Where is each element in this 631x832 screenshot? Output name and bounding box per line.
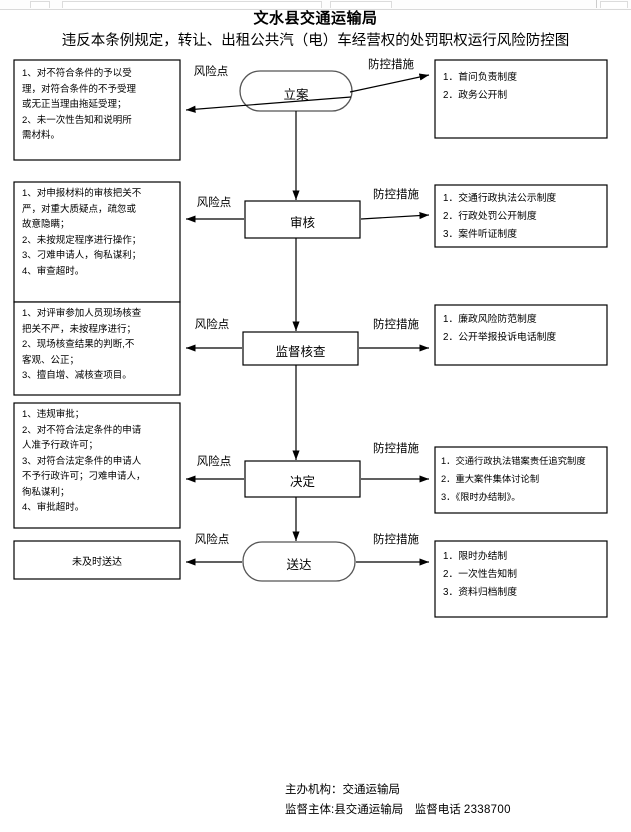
edge-label-risk-5: 风险点 xyxy=(194,534,230,546)
risk-text-4: 1、违规审批； 2、对不符合法定条件的申请 人准予行政许可； 3、对符合法定条件… xyxy=(22,409,146,513)
page-title-main: 违反本条例规定，转让、出租公共汽（电）车经营权的处罚职权运行风险防控图 xyxy=(61,33,570,49)
edge-label-measure-1: 防控措施 xyxy=(368,59,414,71)
edge-label-measure-5: 防控措施 xyxy=(373,534,419,546)
footer: 主办机构：交通运输局 监督主体:县交通运输局 监督电话 2338700 xyxy=(0,780,631,820)
node-3-shape xyxy=(242,331,359,366)
edge-1-risk xyxy=(185,96,352,113)
risk-box-5 xyxy=(13,540,181,580)
risk-text-2: 1、对申报材料的审核把关不 严，对重大质疑点，疏忽或 故意隐瞒； 2、未按规定程… xyxy=(22,188,142,277)
edge-label-risk-1: 风险点 xyxy=(193,66,229,78)
measure-box-4 xyxy=(434,446,608,514)
risk-box-3 xyxy=(13,301,181,396)
node-label-3: 监督核查 xyxy=(275,345,326,359)
footer-phone-number: 2338700 xyxy=(463,804,511,816)
footer-supervisor-text: 监督主体:县交通运输局 监督电话 xyxy=(285,804,464,816)
measure-text-5: 1．限时办结制 2．一次性告知制 3．资料归档制度 xyxy=(443,551,518,598)
edge-label-risk-2: 风险点 xyxy=(196,197,232,209)
edge-1-measure xyxy=(349,73,430,93)
risk-text-3: 1、对评审参加人员现场核查 把关不严，未按程序进行； 2、现场核查结果的判断,不… xyxy=(22,308,142,381)
page-title-org: 文水县交通运输局 xyxy=(253,10,378,27)
node-4-shape xyxy=(244,460,361,498)
measure-text-4: 1．交通行政执法错案责任追究制度 2．重大案件集体讨论制 3．《限时办结制》。 xyxy=(441,456,586,502)
node-label-1: 立案 xyxy=(283,88,309,102)
node-label-2: 审核 xyxy=(289,216,315,230)
measure-box-5 xyxy=(434,540,608,618)
measure-text-3: 1．廉政风险防范制度 2．公开举报投诉电话制度 xyxy=(443,314,557,343)
footer-line-supervisor: 监督主体:县交通运输局 监督电话 2338700 xyxy=(0,800,631,820)
node-label-5: 送达 xyxy=(286,558,312,572)
footer-line-organizer: 主办机构：交通运输局 xyxy=(285,784,400,796)
edge-label-measure-4: 防控措施 xyxy=(373,443,419,455)
risk-text-5: 未及时送达 xyxy=(72,557,122,568)
risk-box-4 xyxy=(13,402,181,529)
measure-text-2: 1．交通行政执法公示制度 2．行政处罚公开制度 3．案件听证制度 xyxy=(443,193,557,240)
measure-box-2 xyxy=(434,184,608,248)
edge-2-measure xyxy=(360,211,430,220)
measure-box-3 xyxy=(434,304,608,366)
edge-label-measure-2: 防控措施 xyxy=(373,189,419,201)
node-2-shape xyxy=(244,200,361,239)
window-toolbar-strip xyxy=(0,0,631,10)
measure-text-1: 1．首问负责制度 2．政务公开制 xyxy=(443,72,518,101)
measure-box-1 xyxy=(434,59,608,139)
node-5-shape xyxy=(242,541,356,582)
edge-label-measure-3: 防控措施 xyxy=(373,319,419,331)
edge-label-risk-4: 风险点 xyxy=(196,456,232,468)
node-label-4: 决定 xyxy=(289,475,315,489)
risk-text-1: 1、对不符合条件的予以受 理，对符合条件的不予受理 或无正当理由拖延受理； 2、… xyxy=(22,68,137,141)
risk-box-2 xyxy=(13,181,181,303)
risk-box-1 xyxy=(13,59,181,161)
edge-label-risk-3: 风险点 xyxy=(194,319,230,331)
